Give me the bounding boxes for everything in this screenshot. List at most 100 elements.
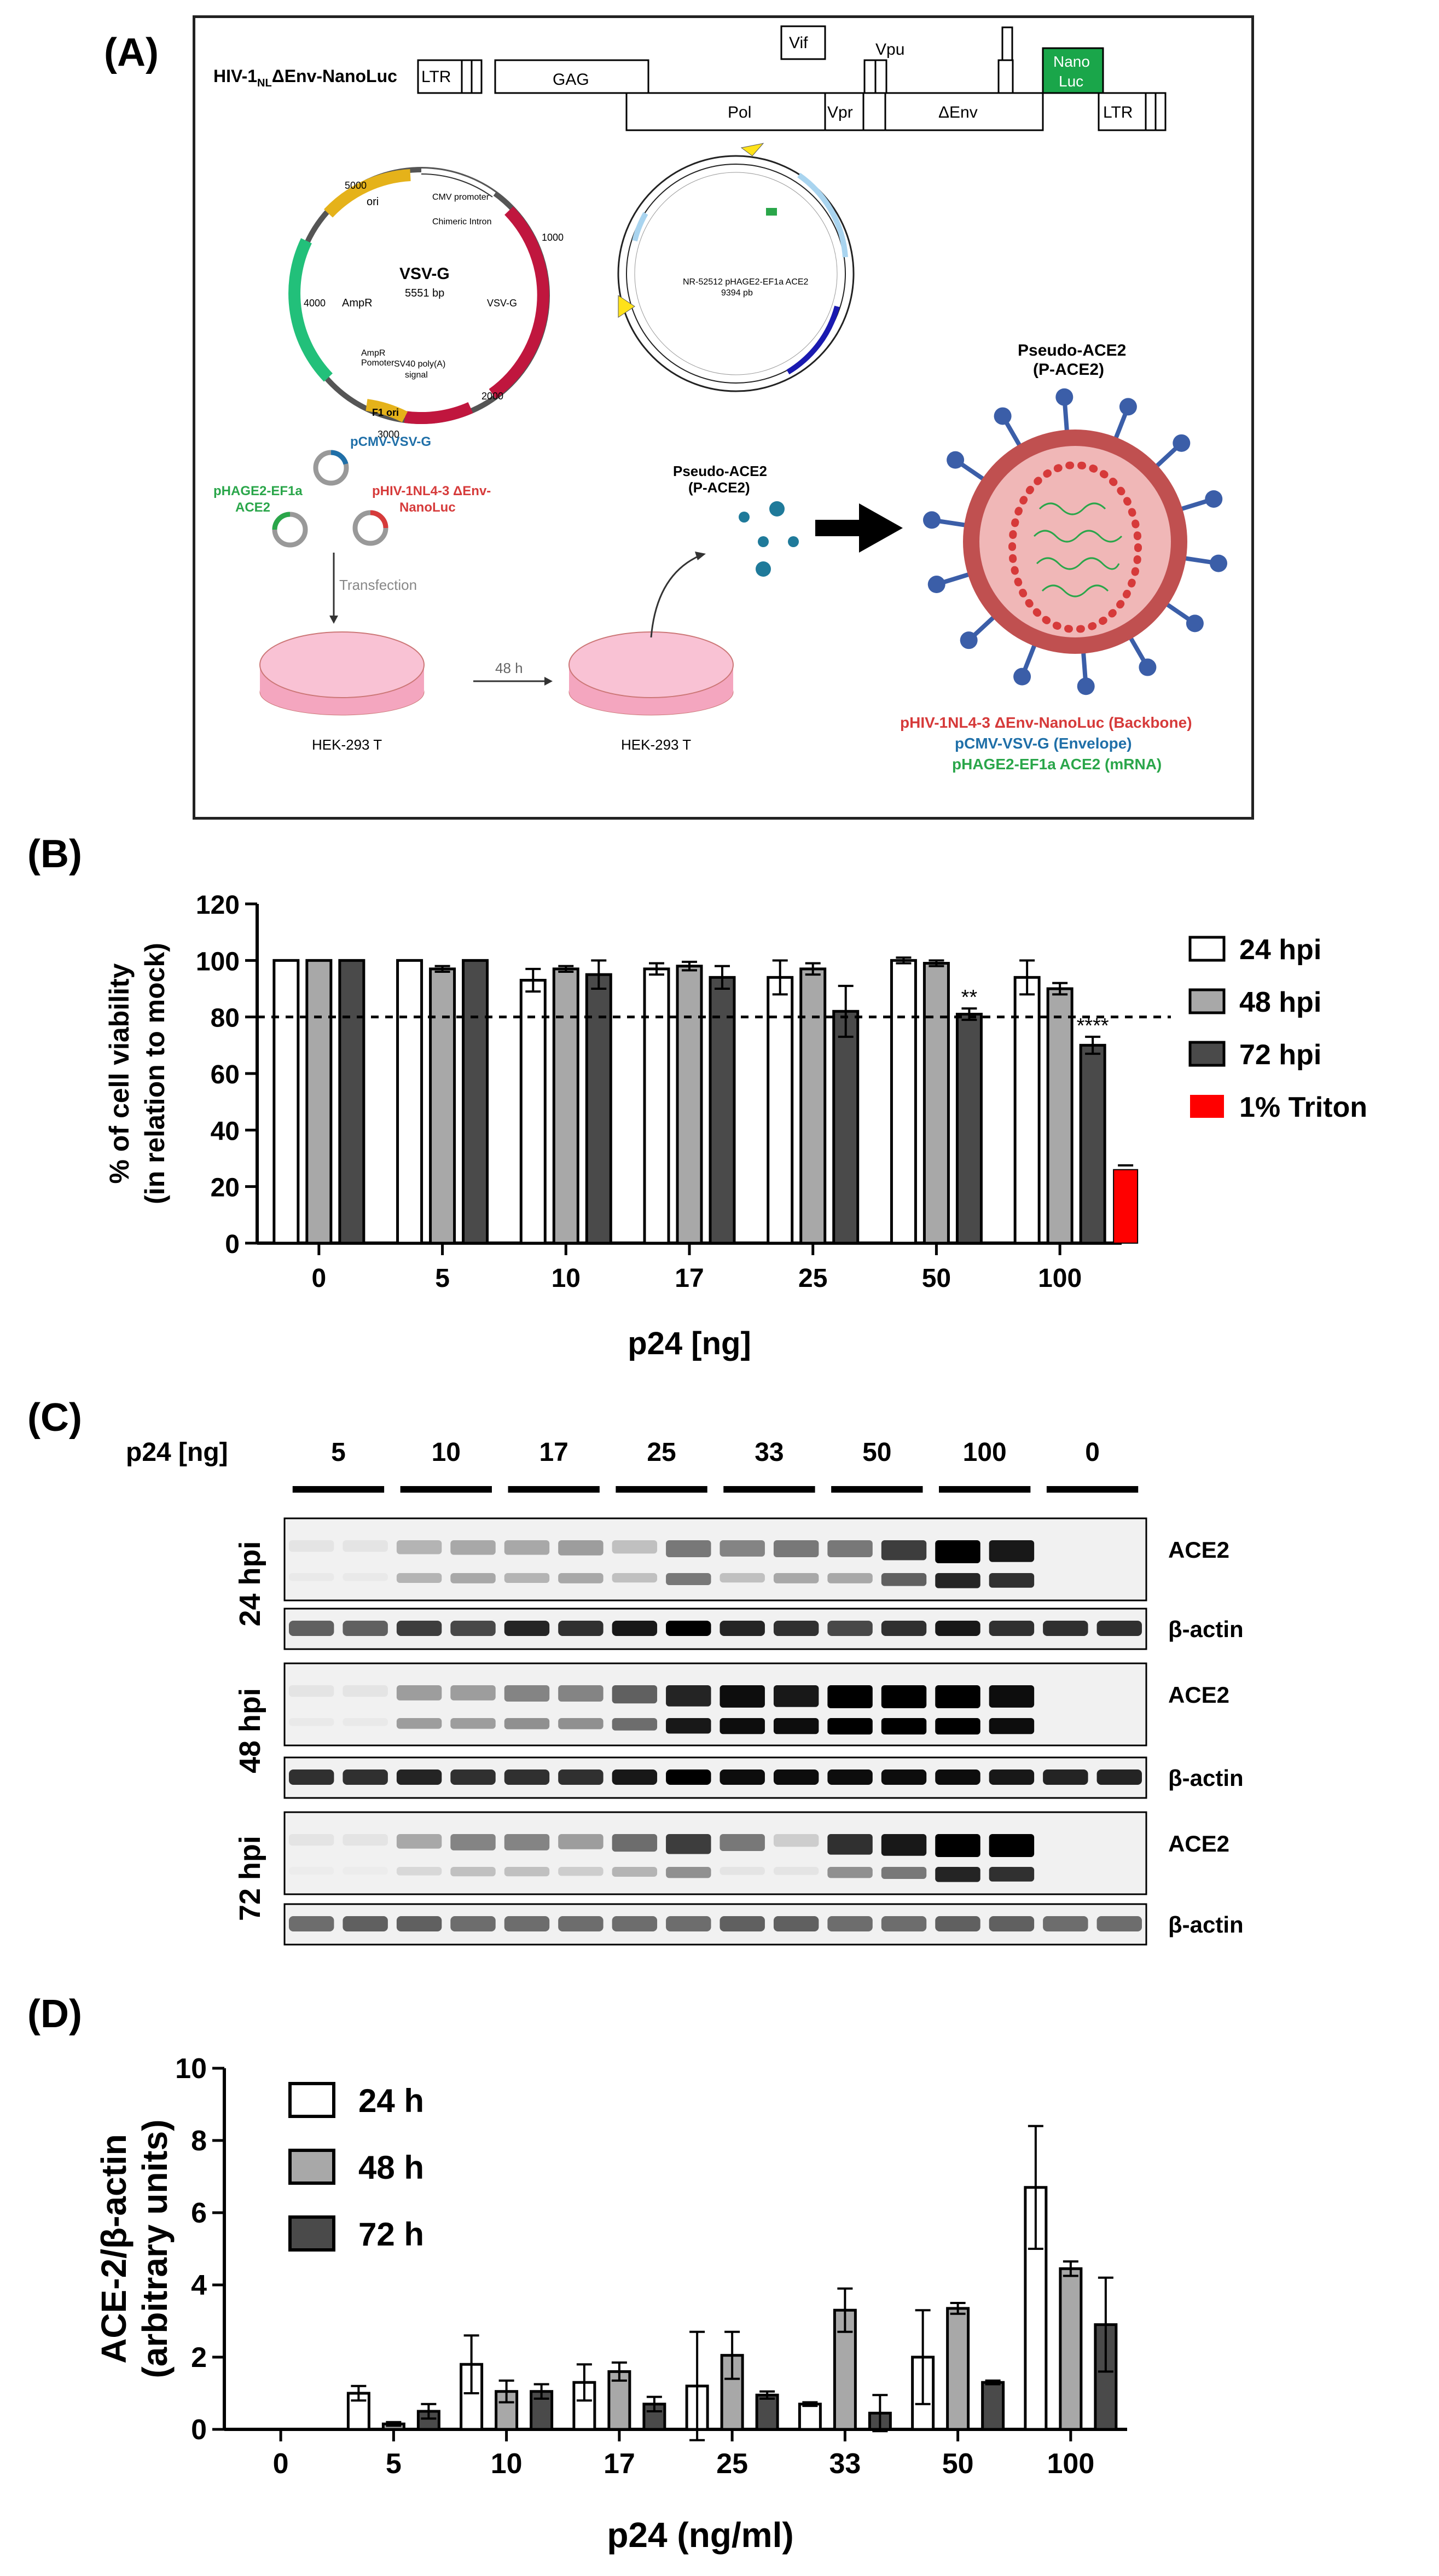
dose-label: 17 (539, 1438, 568, 1467)
plasmid1-title: VSV-G (399, 265, 450, 283)
legend-swatch (288, 2215, 335, 2252)
bar (946, 2307, 970, 2431)
legend-mrna: pHAGE2-EF1a ACE2 (mRNA) (952, 756, 1162, 773)
legend-label: 1% Triton (1239, 1092, 1367, 1123)
plasmid1-label-ampr: AmpR (342, 297, 373, 309)
gene-vif-label: Vif (789, 34, 808, 52)
actin-band (989, 1621, 1035, 1636)
legend-label: 48 h (358, 2149, 424, 2186)
x-tick-label: 25 (798, 1264, 827, 1293)
spike-head (1077, 677, 1095, 695)
bar (429, 967, 456, 1245)
gene-vif (780, 25, 826, 60)
ace2-band-lower (881, 1867, 927, 1879)
label-phage2-2: ACE2 (235, 500, 270, 515)
x-axis-label: p24 [ng] (628, 1326, 751, 1361)
label-phiv-1: pHIV-1NL4-3 ΔEnv- (372, 484, 491, 498)
ace2-band-upper (343, 1540, 388, 1552)
blot-target-label: ACE2 (1168, 1831, 1229, 1856)
actin-band (1096, 1769, 1142, 1785)
x-tick-label: 10 (552, 1264, 581, 1293)
plasmid-ace2-map: NR-52512 pHAGE2-EF1a ACE2 9394 pb (617, 143, 855, 392)
actin-band (1096, 1621, 1142, 1636)
plasmid1-label-f1: F1 ori (372, 407, 399, 418)
ace2-band-lower (450, 1867, 496, 1877)
actin-band (773, 1916, 819, 1931)
ace2-band-upper (504, 1540, 550, 1555)
ace2-band-upper (773, 1540, 819, 1557)
ace2-band-upper (504, 1834, 550, 1850)
ace2-band-upper (396, 1834, 442, 1849)
blot-loading-label: β-actin (1168, 1912, 1244, 1937)
actin-band (666, 1621, 711, 1636)
bar (798, 2403, 822, 2431)
spike-head (1055, 388, 1074, 406)
ace2-band-upper (773, 1834, 819, 1847)
ace2-band-lower (666, 1573, 711, 1585)
gene-vpr (824, 92, 864, 131)
actin-band (827, 1916, 873, 1931)
ace2-band-lower (612, 1867, 658, 1877)
ace2-band-lower (558, 1718, 604, 1730)
actin-band (720, 1621, 765, 1636)
gene-vpu-label: Vpu (875, 40, 904, 59)
dose-label: 10 (432, 1438, 461, 1467)
actin-band (450, 1621, 496, 1636)
gene-vpr-label: Vpr (827, 103, 853, 121)
plasmid1-label-cmv: CMV promoter (432, 193, 490, 202)
actin-band (343, 1916, 388, 1931)
ace2-band-lower (289, 1718, 334, 1726)
legend-label: 72 h (358, 2216, 424, 2253)
gene-pol (625, 92, 860, 131)
ace2-band-lower (396, 1718, 442, 1729)
blot-time-label: 48 hpi (234, 1688, 266, 1773)
ace2-band-upper (450, 1540, 496, 1555)
gene-ltr3 (1098, 92, 1147, 131)
actin-band (935, 1621, 980, 1636)
ace2-band-upper (827, 1540, 873, 1557)
ace2-band-lower (396, 1867, 442, 1876)
plasmid1-label-amprprom1: AmpR (361, 349, 385, 358)
plasmid2-title: NR-52512 pHAGE2-EF1a ACE2 (683, 277, 809, 287)
actin-band (343, 1769, 388, 1785)
panel-a-frame (193, 15, 1254, 820)
ace2-band-upper (558, 1685, 604, 1702)
blot-p24-label: p24 [ng] (126, 1438, 228, 1467)
construct-label: HIV-1NLΔEnv-NanoLuc (213, 66, 397, 89)
ace2-band-lower (881, 1718, 927, 1734)
bar (709, 976, 736, 1245)
y-axis-label-1: ACE-2/β-actin (94, 2134, 134, 2364)
bar (1079, 1043, 1106, 1245)
actin-band (881, 1621, 927, 1636)
ace2-band-lower (989, 1573, 1035, 1588)
panel-a-schematic: HIV-1NLΔEnv-NanoLuc LTR GAG Pol Vif Vpu … (213, 25, 1228, 773)
plasmid1-tick-5000: 5000 (345, 180, 367, 191)
plasmid1-label-amprprom2: Pomoter (361, 358, 394, 368)
actin-band (881, 1916, 927, 1931)
actin-band (396, 1916, 442, 1931)
plasmid1-label-intron: Chimeric Intron (432, 217, 491, 227)
bar (460, 2363, 484, 2431)
panel-c-label: (C) (27, 1396, 82, 1440)
ace2-band-upper (343, 1834, 388, 1846)
ace2-band-lower (612, 1718, 658, 1731)
gene-env (884, 92, 1044, 131)
ace2-band-lower (343, 1718, 387, 1726)
bar (955, 1013, 983, 1245)
legend-label: 72 hpi (1239, 1039, 1321, 1071)
gene-pol-label: Pol (728, 103, 751, 121)
ace2-band-upper (989, 1540, 1035, 1562)
x-tick-label: 10 (491, 2448, 523, 2480)
ace2-band-lower (827, 1718, 873, 1734)
genome-map: HIV-1NLΔEnv-NanoLuc LTR GAG Pol Vif Vpu … (213, 25, 1167, 131)
ace2-band-lower (827, 1867, 873, 1878)
virion-title-1: Pseudo-ACE2 (1018, 341, 1126, 359)
virion-title-2: (P-ACE2) (1033, 361, 1104, 379)
dose-label: 5 (331, 1438, 346, 1467)
ace2-band-upper (612, 1685, 658, 1704)
ace2-band-upper (666, 1834, 711, 1854)
ace2-band-upper (504, 1685, 550, 1702)
actin-band (289, 1621, 334, 1636)
x-axis-label: p24 (ng/ml) (607, 2515, 793, 2555)
